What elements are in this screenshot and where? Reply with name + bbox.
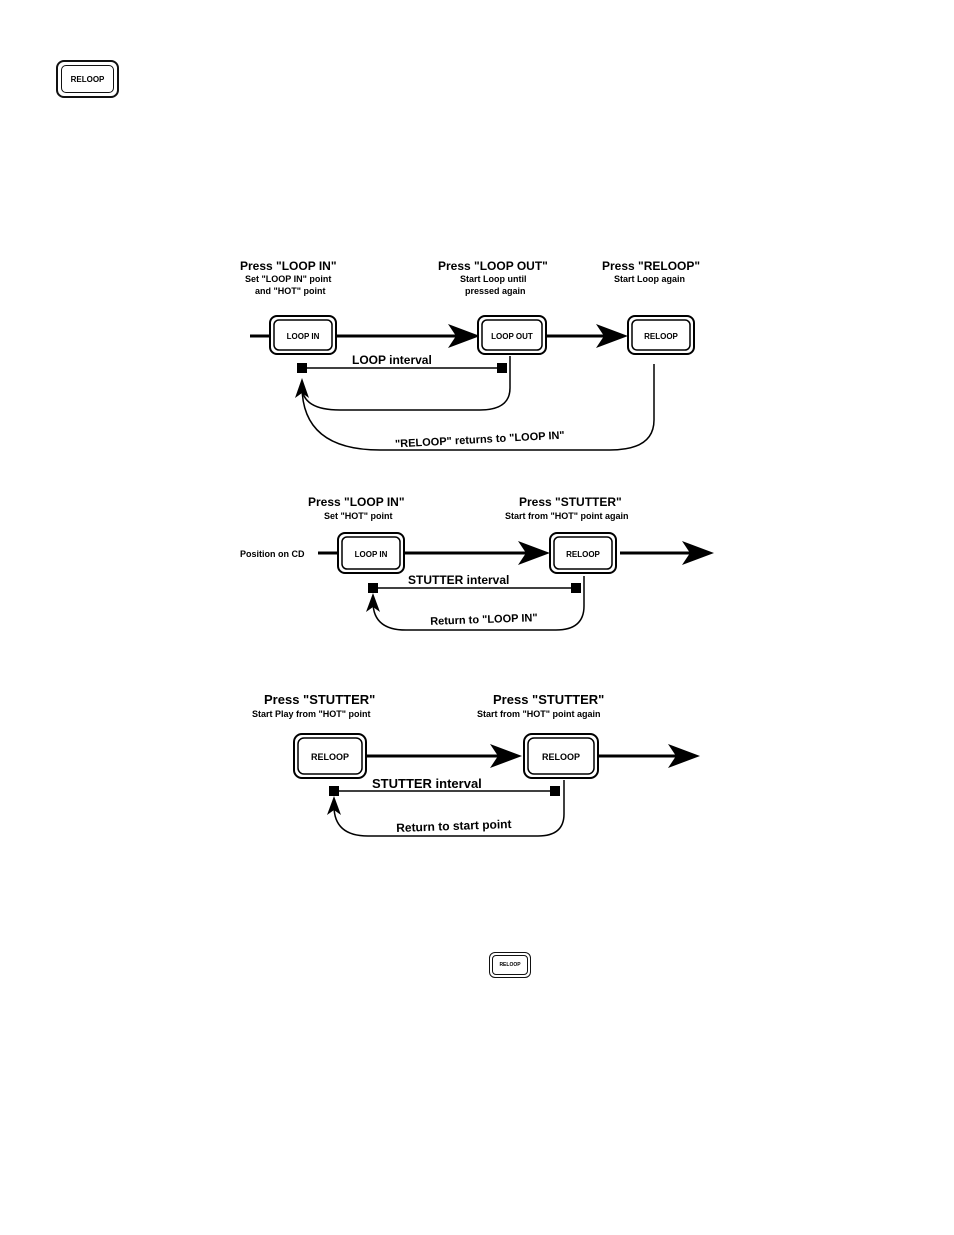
interval-label: STUTTER interval — [372, 776, 482, 791]
interval-end-marker — [550, 786, 560, 796]
return-label: Return to start point — [396, 817, 512, 835]
stutter-start-diagram: Press "STUTTER" Start Play from "HOT" po… — [252, 692, 700, 837]
reloop-button-icon-2: RELOOP — [523, 733, 599, 779]
step3-desc-1: Start Loop again — [614, 274, 685, 284]
reloop-icon-label: RELOOP — [70, 74, 105, 84]
step2-desc-1: Start Loop until — [460, 274, 527, 284]
step1-title: Press "LOOP IN" — [240, 259, 337, 273]
step2-desc: Start from "HOT" point again — [477, 709, 601, 719]
step1-title: Press "LOOP IN" — [308, 495, 405, 509]
step1-desc-1: Set "LOOP IN" point — [245, 274, 331, 284]
reloop-button-icon: RELOOP — [56, 60, 119, 98]
step2-title: Press "STUTTER" — [519, 495, 622, 509]
loop-diagram: Press "LOOP IN" Set "LOOP IN" point and … — [240, 259, 700, 451]
arrowhead-2 — [668, 744, 700, 768]
loop-out-button-icon: LOOP OUT — [477, 315, 547, 355]
reloop-button-icon: RELOOP — [627, 315, 695, 355]
step2-title: Press "STUTTER" — [493, 692, 604, 707]
interval-end-marker — [497, 363, 507, 373]
stutter-diagram: Press "LOOP IN" Set "HOT" point Press "S… — [240, 495, 714, 631]
reloop-button-icon-1: RELOOP — [293, 733, 367, 779]
loop-in-button-icon: LOOP IN — [337, 532, 405, 574]
reloop-button-icon: RELOOP — [549, 532, 617, 574]
loop-in-button-icon: LOOP IN — [269, 315, 337, 355]
step1-desc-2: and "HOT" point — [255, 286, 326, 296]
reloop-inline-label: RELOOP — [499, 962, 521, 968]
reloop-label: RELOOP — [644, 332, 678, 341]
reloop-label-2: RELOOP — [542, 752, 580, 762]
arrowhead-1 — [490, 744, 522, 768]
return-arc — [333, 780, 565, 837]
interval-start-marker — [368, 583, 378, 593]
arrowhead-2 — [596, 324, 628, 348]
arrowhead-2 — [682, 541, 714, 565]
return-arc — [372, 576, 585, 631]
reloop-label: RELOOP — [566, 550, 600, 559]
loop-out-label: LOOP OUT — [491, 332, 533, 341]
interval-start-marker — [329, 786, 339, 796]
arrowhead-1 — [448, 324, 480, 348]
loop-in-label: LOOP IN — [287, 332, 320, 341]
loop-in-label: LOOP IN — [355, 550, 388, 559]
return-arrowhead — [327, 796, 341, 815]
step2-desc-2: pressed again — [465, 286, 526, 296]
step1-title: Press "STUTTER" — [264, 692, 375, 707]
interval-label: STUTTER interval — [408, 573, 509, 587]
reloop-return-arc — [301, 364, 655, 451]
step1-desc: Set "HOT" point — [324, 511, 393, 521]
step3-title: Press "RELOOP" — [602, 259, 700, 273]
interval-end-marker — [571, 583, 581, 593]
loop-return-arc — [301, 356, 511, 411]
return-label: Return to "LOOP IN" — [430, 612, 538, 628]
return-label: "RELOOP" returns to "LOOP IN" — [395, 430, 565, 451]
interval-start-marker — [297, 363, 307, 373]
position-label: Position on CD — [240, 549, 305, 559]
step2-desc: Start from "HOT" point again — [505, 511, 629, 521]
arrowhead-1 — [518, 541, 550, 565]
interval-label: LOOP interval — [352, 353, 432, 367]
step2-title: Press "LOOP OUT" — [438, 259, 548, 273]
reloop-inline-icon: RELOOP — [489, 952, 531, 978]
return-arrowhead — [366, 593, 380, 612]
step1-desc: Start Play from "HOT" point — [252, 709, 371, 719]
return-arrowhead — [295, 378, 309, 398]
reloop-label-1: RELOOP — [311, 752, 349, 762]
